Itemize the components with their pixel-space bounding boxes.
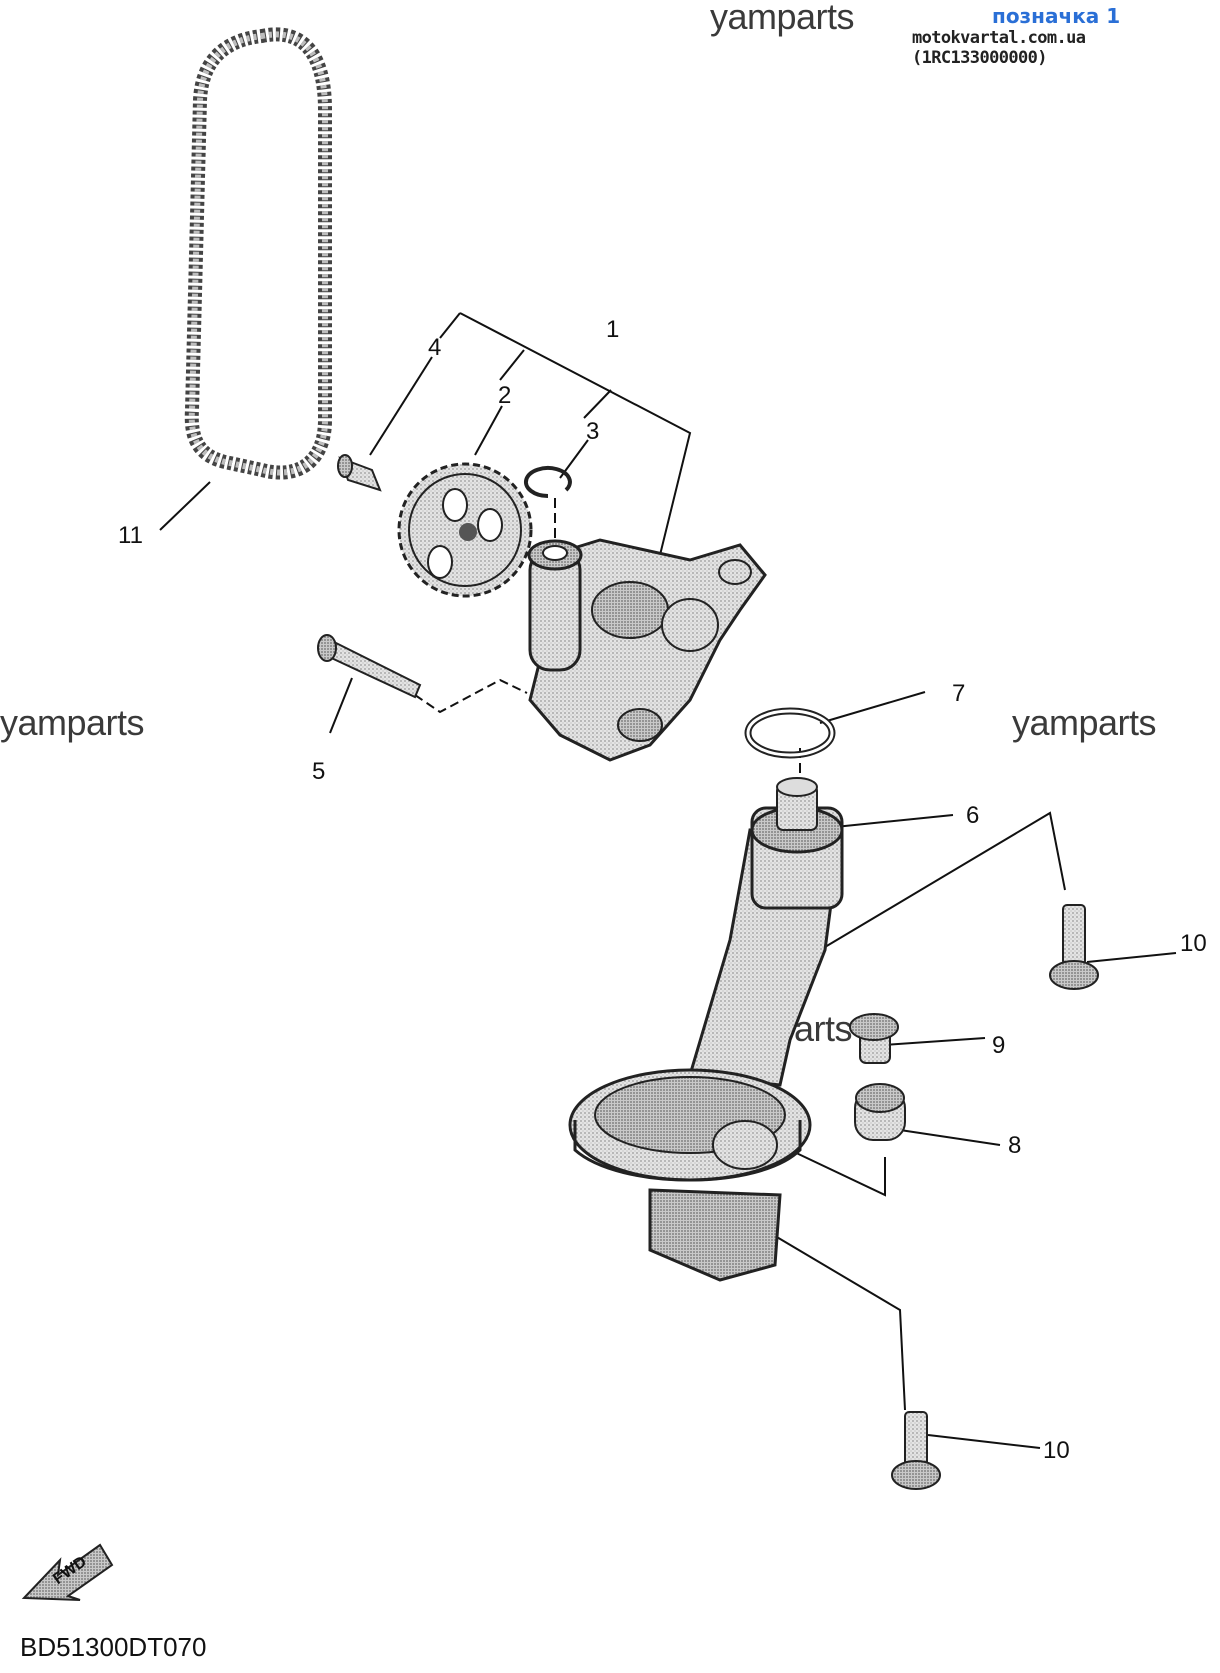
callout-4: 4 xyxy=(428,334,442,361)
callout-8: 8 xyxy=(1008,1132,1022,1159)
bracket-lines xyxy=(159,312,1177,1449)
callout-7: 7 xyxy=(952,680,966,707)
callout-10-lower: 10 xyxy=(1043,1437,1070,1464)
oil-strainer xyxy=(568,777,844,1282)
callout-5: 5 xyxy=(312,758,326,785)
callout-6: 6 xyxy=(966,802,980,829)
callout-10-upper: 10 xyxy=(1180,930,1207,957)
watermark-left: yamparts xyxy=(0,702,145,743)
bolt-5 xyxy=(317,634,422,699)
bolt-10-lower xyxy=(891,1411,941,1490)
bolt-10-upper xyxy=(1049,904,1099,990)
damper xyxy=(854,1083,906,1141)
chain xyxy=(184,27,332,480)
oil-pump xyxy=(527,538,767,762)
fwd-arrow-icon xyxy=(21,1543,114,1601)
callout-3: 3 xyxy=(586,418,600,445)
watermark-top: yamparts xyxy=(710,0,855,37)
callout-2: 2 xyxy=(498,382,512,409)
sprocket xyxy=(397,462,533,598)
circlip xyxy=(523,466,572,498)
callout-11: 11 xyxy=(118,522,143,549)
plug xyxy=(849,1013,899,1064)
watermark-right: yamparts xyxy=(1012,702,1157,743)
diagram-code: BD51300DT070 xyxy=(20,1632,207,1662)
callout-1: 1 xyxy=(606,316,620,343)
reference-link[interactable]: позначка 1 xyxy=(992,4,1121,28)
bolt-4 xyxy=(337,454,382,492)
source-text: motokvartal.com.ua (1RC133000000) xyxy=(912,28,1086,68)
callout-9: 9 xyxy=(992,1032,1006,1059)
